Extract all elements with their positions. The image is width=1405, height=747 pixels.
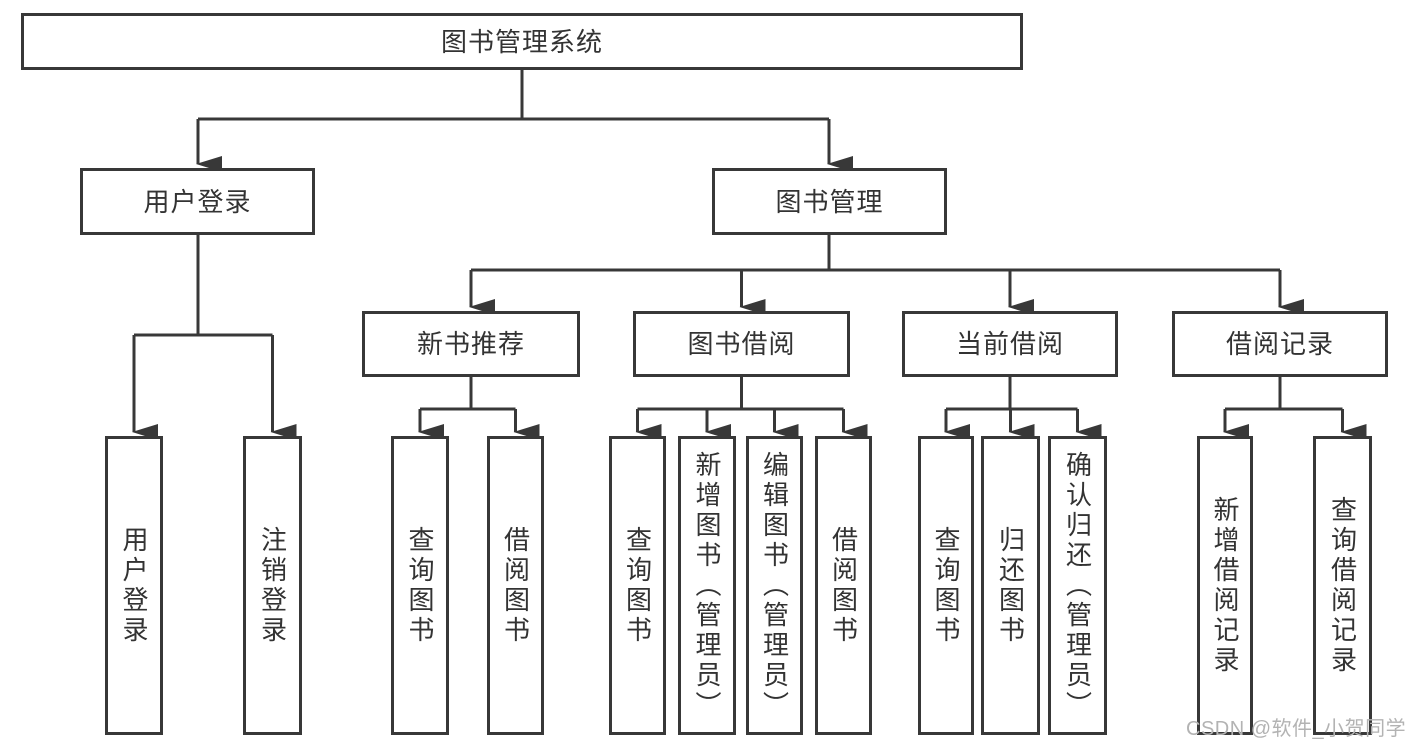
node-book-borrowing: 图书借阅 <box>633 311 850 377</box>
node-new-book-recommendation: 新书推荐 <box>362 311 580 377</box>
leaf-add-books-admin: 新增图书（管理员） <box>678 436 736 735</box>
leaf-logout: 注销登录 <box>243 436 302 735</box>
node-book-management-branch: 图书管理 <box>712 168 947 235</box>
leaf-borrow-books-2: 借阅图书 <box>815 436 872 735</box>
leaf-query-borrow-record: 查询借阅记录 <box>1313 436 1372 735</box>
leaf-add-borrow-record: 新增借阅记录 <box>1197 436 1253 735</box>
leaf-query-books-2: 查询图书 <box>609 436 666 735</box>
csdn-watermark: CSDN @软件_小贺同学 <box>1186 718 1405 740</box>
node-current-borrowing: 当前借阅 <box>902 311 1118 377</box>
leaf-query-books-1: 查询图书 <box>391 436 449 735</box>
node-borrowing-records: 借阅记录 <box>1172 311 1388 377</box>
leaf-query-books-3: 查询图书 <box>918 436 974 735</box>
leaf-edit-books-admin: 编辑图书（管理员） <box>746 436 803 735</box>
node-user-login-branch: 用户登录 <box>80 168 315 235</box>
node-root-system: 图书管理系统 <box>21 13 1023 70</box>
leaf-return-books: 归还图书 <box>981 436 1040 735</box>
leaf-borrow-books-1: 借阅图书 <box>487 436 544 735</box>
leaf-user-login: 用户登录 <box>105 436 163 735</box>
leaf-confirm-return-admin: 确认归还（管理员） <box>1048 436 1107 735</box>
